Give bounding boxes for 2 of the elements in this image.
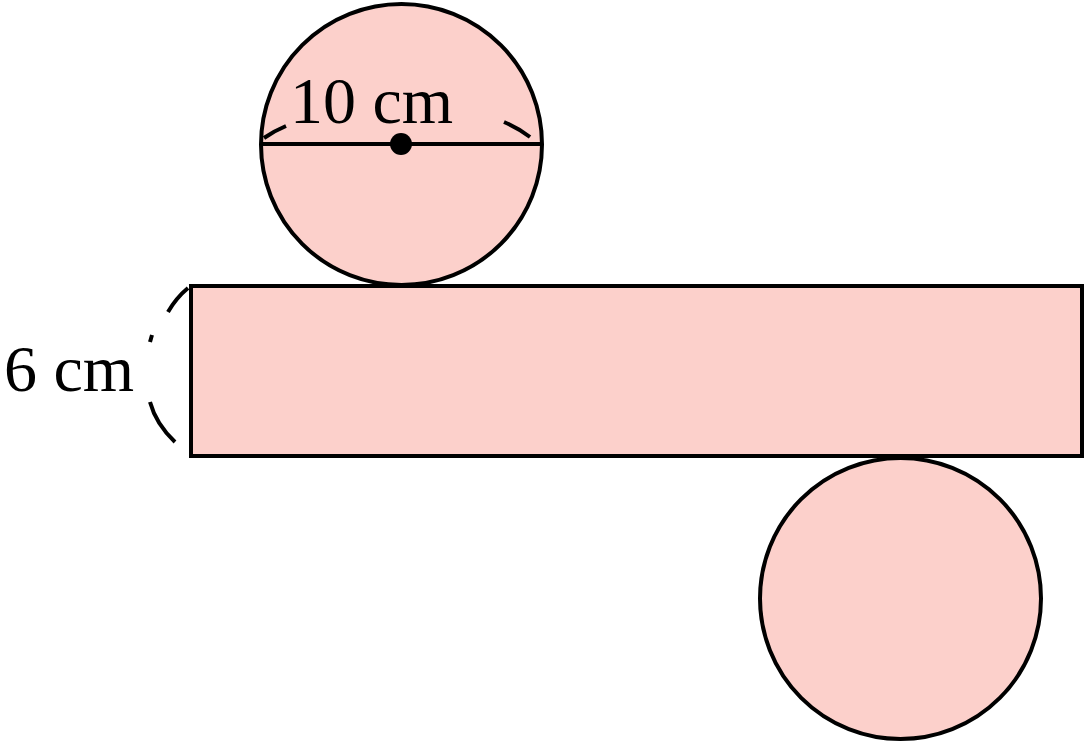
dimension-label: 10 cm [290, 68, 454, 134]
dimension-label: 6 cm [4, 336, 135, 402]
